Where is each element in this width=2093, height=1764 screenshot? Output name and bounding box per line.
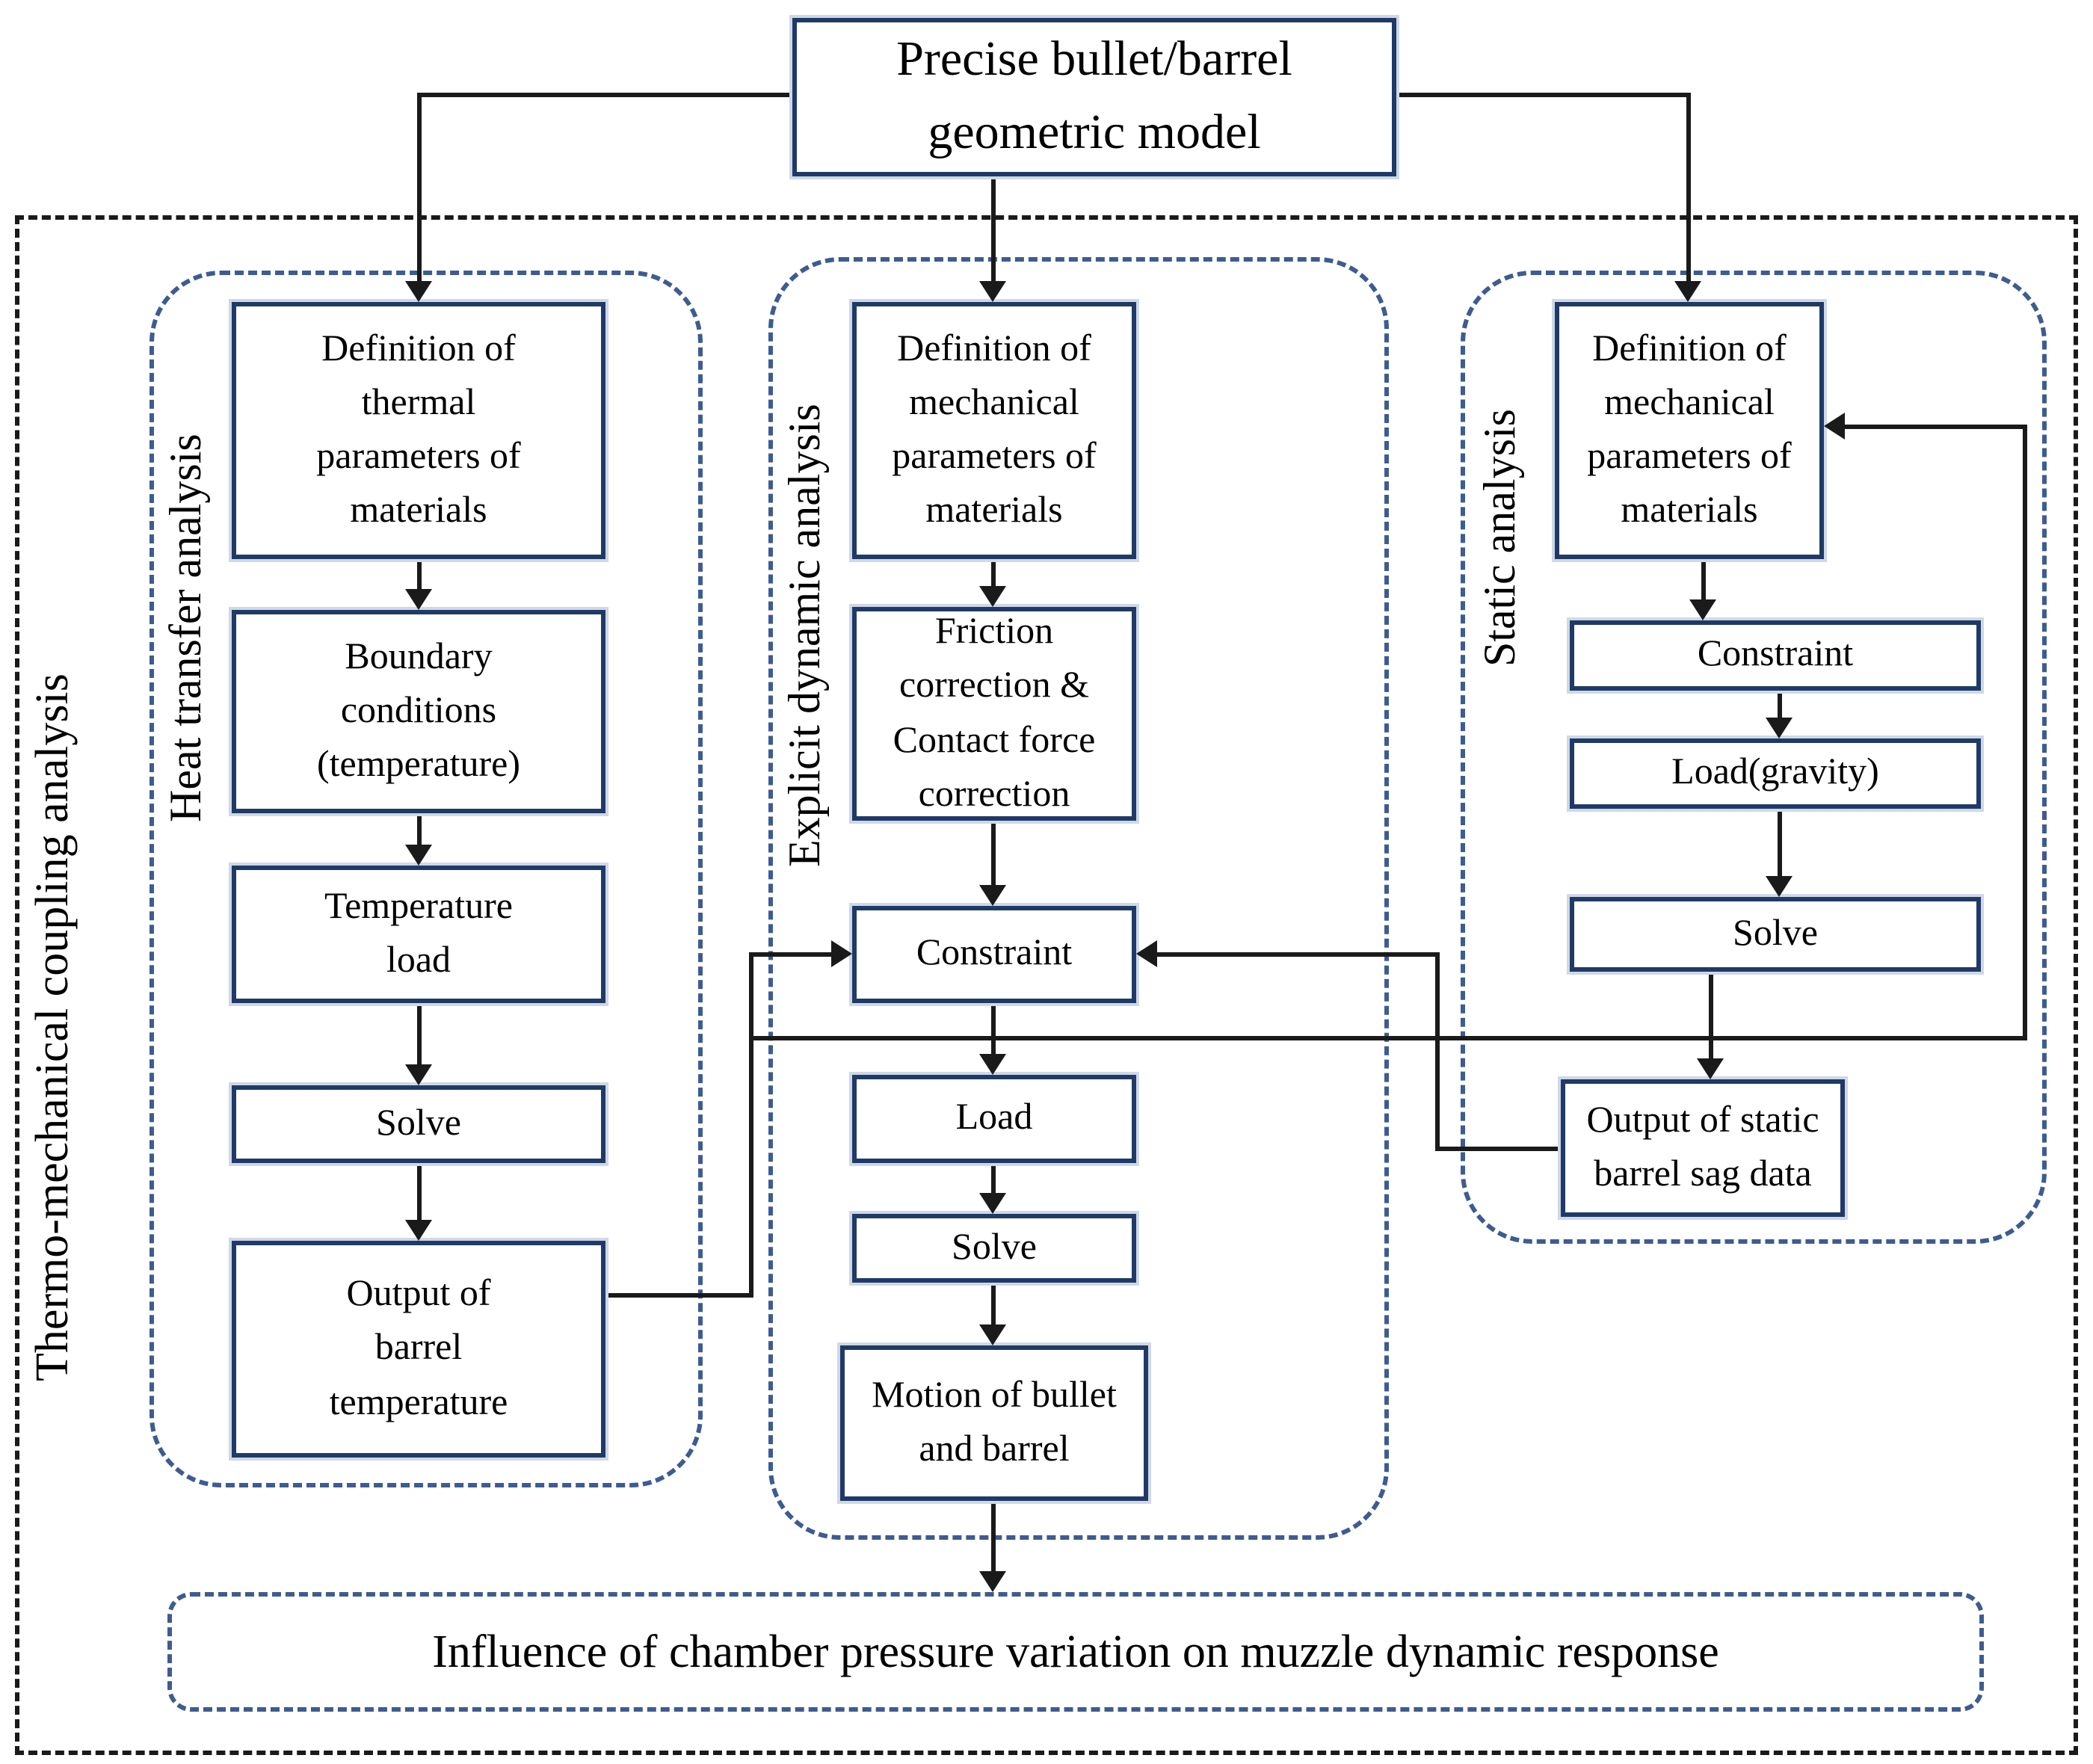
arrowhead-root-to-heat xyxy=(405,281,432,302)
arrowhead-static-def-constraint xyxy=(1689,599,1716,620)
bottom-influence-box: Influence of chamber pressure variation … xyxy=(167,1592,1984,1712)
arrowhead-heat-temp-solve xyxy=(405,1064,432,1085)
edge-static-solve-output xyxy=(1709,972,1713,1060)
node-heat-solve: Solve xyxy=(232,1085,605,1163)
node-heat-temperature-load: Temperature load xyxy=(232,866,605,1003)
container-explicit-dynamic xyxy=(768,257,1389,1540)
node-heat-definition: Definition of thermal parameters of mate… xyxy=(232,302,605,559)
node-static-load-gravity: Load(gravity) xyxy=(1570,738,1981,809)
arrowhead-dyn-load-solve xyxy=(979,1193,1006,1214)
edge-staticout-to-constraint-h xyxy=(1156,952,1440,957)
edge-static-load-solve xyxy=(1778,809,1782,878)
label-static-analysis: Static analysis xyxy=(1476,409,1525,667)
node-static-solve: Solve xyxy=(1570,897,1981,972)
arrowhead-staticout-to-constraint xyxy=(1136,940,1157,967)
edge-heatout-riser-v xyxy=(749,952,753,1298)
edge-root-to-static-v xyxy=(1686,93,1691,283)
node-heat-temperature-load-label: Temperature load xyxy=(324,886,513,981)
arrowhead-heat-def-boundary xyxy=(405,589,432,610)
arrowhead-heatout-to-constraint xyxy=(831,940,852,967)
node-heat-output-label: Output of barrel temperature xyxy=(329,1274,508,1423)
node-dynamic-constraint: Constraint xyxy=(852,906,1136,1003)
node-dynamic-motion: Motion of bullet and barrel xyxy=(840,1345,1148,1501)
node-static-constraint: Constraint xyxy=(1570,620,1981,691)
edge-static-constraint-load xyxy=(1778,691,1782,719)
container-static-analysis xyxy=(1461,271,2047,1244)
outer-rotated-label: Thermo-mechanical coupling analysis xyxy=(25,673,78,1382)
arrowhead-static-constraint-load xyxy=(1766,718,1793,738)
edge-root-to-dynamic-v xyxy=(991,176,996,283)
container-heat-transfer xyxy=(150,271,703,1487)
edge-heat-solve-output xyxy=(417,1163,422,1221)
edge-root-to-heat-v xyxy=(417,93,422,283)
node-root-geometric-model: Precise bullet/barrel geometric model xyxy=(792,18,1396,176)
node-static-output-label: Output of static barrel sag data xyxy=(1586,1100,1819,1195)
edge-heatout-to-constraint-h xyxy=(749,952,833,957)
node-dynamic-constraint-label: Constraint xyxy=(916,933,1073,974)
arrowhead-heat-boundary-temp xyxy=(405,845,432,866)
arrowhead-static-solve-output xyxy=(1697,1058,1724,1079)
node-dynamic-friction-label: Friction correction & Contact force corr… xyxy=(893,611,1096,815)
node-dynamic-load-label: Load xyxy=(955,1097,1033,1138)
arrowhead-dyn-friction-constraint xyxy=(979,885,1006,906)
outer-dashed-border xyxy=(15,215,2078,1755)
edge-feedback-to-staticdef-h xyxy=(1843,425,2027,429)
node-static-output: Output of static barrel sag data xyxy=(1561,1079,1845,1217)
arrowhead-heat-solve-output xyxy=(405,1220,432,1241)
node-dynamic-definition-label: Definition of mechanical parameters of m… xyxy=(892,328,1097,531)
node-root-geometric-model-label: Precise bullet/barrel geometric model xyxy=(896,32,1292,160)
node-heat-definition-label: Definition of thermal parameters of mate… xyxy=(316,328,521,531)
node-static-load-gravity-label: Load(gravity) xyxy=(1671,752,1879,793)
node-dynamic-definition: Definition of mechanical parameters of m… xyxy=(852,302,1136,559)
edge-dyn-friction-constraint xyxy=(991,821,996,886)
edge-feedback-long-h xyxy=(749,1036,2027,1040)
edge-staticout-riser-v xyxy=(1435,952,1440,1151)
node-static-definition-label: Definition of mechanical parameters of m… xyxy=(1587,328,1792,531)
label-explicit-dynamic: Explicit dynamic analysis xyxy=(780,404,830,867)
node-heat-boundary: Boundary conditions (temperature) xyxy=(232,610,605,813)
node-static-definition: Definition of mechanical parameters of m… xyxy=(1555,302,1824,559)
node-heat-output: Output of barrel temperature xyxy=(232,1241,605,1458)
node-heat-boundary-label: Boundary conditions (temperature) xyxy=(316,636,521,786)
edge-dyn-def-friction xyxy=(991,559,996,588)
arrowhead-root-to-static xyxy=(1674,281,1701,302)
edge-dyn-motion-bottom xyxy=(991,1501,996,1573)
edge-dyn-constraint-load xyxy=(991,1003,996,1055)
edge-heat-def-boundary xyxy=(417,559,422,590)
arrowhead-feedback-to-staticdef xyxy=(1824,413,1845,440)
edge-feedback-riser-v xyxy=(2023,425,2027,1040)
arrowhead-static-load-solve xyxy=(1766,876,1793,897)
edge-root-to-heat-h xyxy=(417,93,797,97)
edge-root-to-static-h xyxy=(1393,93,1691,97)
node-heat-solve-label: Solve xyxy=(376,1102,461,1144)
node-dynamic-load: Load xyxy=(852,1075,1136,1163)
edge-static-def-constraint xyxy=(1701,559,1706,601)
arrowhead-dyn-constraint-load xyxy=(979,1054,1006,1075)
edge-heat-temp-solve xyxy=(417,1003,422,1066)
node-dynamic-solve-label: Solve xyxy=(952,1227,1037,1268)
label-heat-transfer: Heat transfer analysis xyxy=(161,434,211,822)
node-static-constraint-label: Constraint xyxy=(1697,634,1854,675)
node-dynamic-solve: Solve xyxy=(852,1214,1136,1283)
arrowhead-root-to-dynamic xyxy=(979,281,1006,302)
edge-heat-boundary-temp xyxy=(417,813,422,846)
node-dynamic-motion-label: Motion of bullet and barrel xyxy=(872,1375,1117,1470)
edge-dyn-solve-motion xyxy=(991,1283,996,1326)
arrowhead-dyn-solve-motion xyxy=(979,1324,1006,1345)
node-static-solve-label: Solve xyxy=(1733,913,1818,954)
bottom-influence-box-label: Influence of chamber pressure variation … xyxy=(432,1625,1719,1677)
edge-staticout-exit-h xyxy=(1438,1147,1561,1151)
arrowhead-dyn-motion-bottom xyxy=(979,1571,1006,1592)
node-dynamic-friction: Friction correction & Contact force corr… xyxy=(852,607,1136,821)
edge-heatout-exit-h xyxy=(605,1293,752,1298)
edge-dyn-load-solve xyxy=(991,1163,996,1194)
arrowhead-dyn-def-friction xyxy=(979,586,1006,607)
